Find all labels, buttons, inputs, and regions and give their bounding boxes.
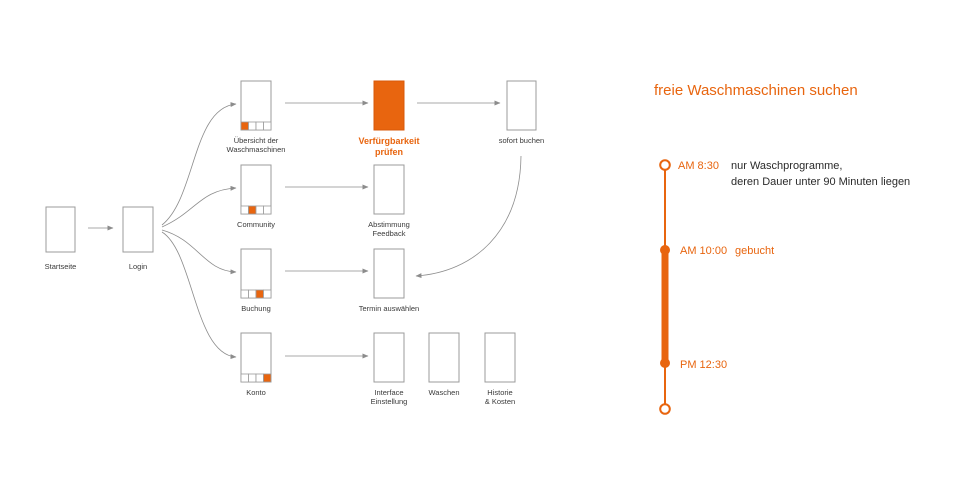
tab-cell [255,373,264,383]
label-termin: Termin auswählen [359,304,419,313]
label-login: Login [129,262,147,271]
tab-cell [255,205,264,215]
tab-cell-active [255,289,264,299]
tab-cell [255,121,264,131]
tab-cell [240,373,249,383]
timeline-dot-booked-start [660,245,670,255]
tab-cell-active [240,121,249,131]
label-verfuegbarkeit-line1: Verfürgbarkeit [358,136,419,146]
node-buchung: Buchung [240,248,272,313]
node-historie: Historie & Kosten [484,332,516,406]
node-sofort-buchen: sofort buchen [499,80,544,145]
tab-cell [263,121,272,131]
screen-verfuegbarkeit-highlighted [373,80,405,131]
node-abstimmung: Abstimmung Feedback [368,164,410,238]
tab-cell [248,373,257,383]
label-startseite: Startseite [45,262,77,271]
arrow-login-to-konto [161,231,237,360]
node-startseite: Startseite [45,206,77,271]
tab-cell [248,121,257,131]
label-waschen: Waschen [429,388,460,397]
tab-bar [240,205,272,215]
label-historie-line1: Historie [487,388,512,397]
label-historie-line2: & Kosten [485,397,515,406]
arrow-login-to-uebersicht [161,102,237,226]
label-interface-line1: Interface [374,388,403,397]
timeline: freie Waschmaschinen suchen AM 8:30 nur … [654,82,910,415]
label-verfuegbarkeit-line2: prüfen [375,147,403,157]
label-abstimmung-line1: Abstimmung [368,220,410,229]
screen-termin [373,248,405,299]
screen-historie [484,332,516,383]
arrow-login-to-buchung [161,229,237,275]
screen-waschen [428,332,460,383]
event-note-2: gebucht [735,245,774,257]
arrow-sofort-buchen-to-termin [415,155,522,279]
tab-cell [263,205,272,215]
timeline-booked-segment [661,248,669,364]
timeline-end-marker [659,403,671,415]
tab-bar [240,289,272,299]
label-buchung: Buchung [241,304,271,313]
screen-abstimmung [373,164,405,215]
tab-cell [240,289,249,299]
label-interface-line2: Einstellung [371,397,408,406]
screen-interface [373,332,405,383]
timeline-dot-booked-end [660,358,670,368]
node-login: Login [122,206,154,271]
screen-startseite [45,206,76,253]
tab-cell [263,289,272,299]
node-konto: Konto [240,332,272,397]
label-sofort-buchen: sofort buchen [499,136,544,145]
tab-cell-active [248,205,257,215]
event-note-1-line1: nur Waschprogramme, [731,160,842,172]
tab-cell [240,205,249,215]
screen-login [122,206,154,253]
node-uebersicht: Übersicht der Waschmaschinen [227,80,286,154]
tab-cell-active [263,373,272,383]
timeline-start-marker [659,159,671,171]
timeline-title: freie Waschmaschinen suchen [654,82,858,99]
event-note-1-line2: deren Dauer unter 90 Minuten liegen [731,176,910,188]
node-community: Community [237,164,275,229]
tab-cell [248,289,257,299]
event-time-3: PM 12:30 [680,359,727,371]
event-time-2: AM 10:00 [680,245,727,257]
label-uebersicht-line2: Waschmaschinen [227,145,286,154]
node-termin: Termin auswählen [359,248,419,313]
node-waschen: Waschen [428,332,460,397]
tab-bar [240,373,272,383]
node-interface: Interface Einstellung [371,332,408,406]
label-uebersicht-line1: Übersicht der [234,136,279,145]
arrow-login-to-community [161,185,237,228]
label-konto: Konto [246,388,266,397]
screen-sofort-buchen [506,80,537,131]
label-abstimmung-line2: Feedback [373,229,406,238]
label-community: Community [237,220,275,229]
tab-bar [240,121,272,131]
node-verfuegbarkeit: Verfürgbarkeit prüfen [358,80,420,157]
event-time-1: AM 8:30 [678,160,719,172]
